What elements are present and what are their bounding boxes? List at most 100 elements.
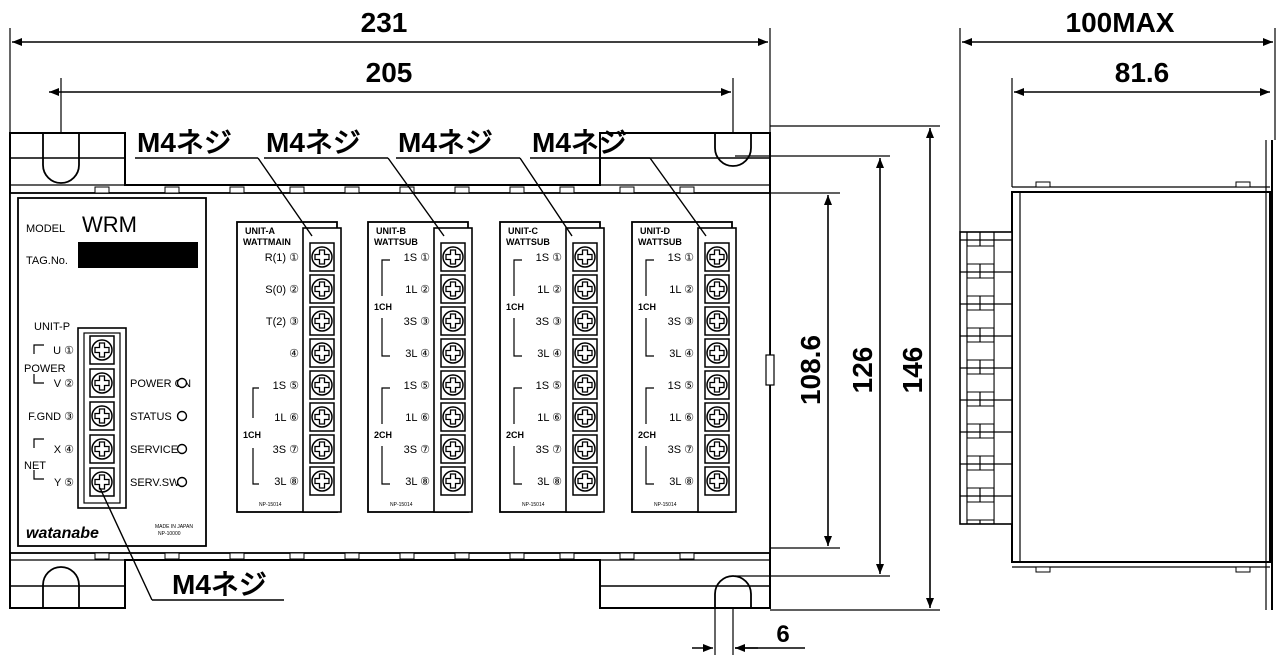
terminal-label: 1S ① — [668, 252, 695, 264]
top-tab — [559, 186, 575, 194]
bottom-tab — [559, 552, 575, 560]
terminal-screw — [309, 402, 335, 432]
terminal-screw — [440, 338, 466, 368]
terminal-screw — [572, 402, 598, 432]
channel-label-1: 1CH — [506, 302, 524, 312]
bottom-tab — [509, 552, 525, 560]
terminal-label: 1S ⑤ — [536, 380, 563, 392]
power-terminal-screw — [89, 401, 115, 431]
channel-label-2: 2CH — [638, 430, 656, 440]
net-label: NET — [24, 460, 46, 472]
led-indicator — [176, 476, 188, 488]
brand-logo: watanabe — [26, 525, 99, 542]
terminal-screw — [309, 466, 335, 496]
terminal-screw — [440, 306, 466, 336]
top-tab — [454, 186, 470, 194]
terminal-screw — [704, 402, 730, 432]
terminal-fin-block — [966, 501, 995, 521]
bottom-tab — [229, 552, 245, 560]
bottom-tab — [164, 552, 180, 560]
terminal-label: 1S ① — [404, 252, 431, 264]
terminal-label: 3L ④ — [405, 348, 430, 360]
led-indicator — [176, 443, 188, 455]
terminal-screw — [572, 434, 598, 464]
terminal-screw — [309, 338, 335, 368]
top-tab — [679, 186, 695, 194]
unit-type: WATTSUB — [374, 237, 418, 247]
terminal-screw — [572, 370, 598, 400]
terminal-label: 3L ⑧ — [537, 476, 562, 488]
power-terminal-label: Y ⑤ — [54, 477, 74, 489]
channel-label-1: 1CH — [638, 302, 656, 312]
side-view — [959, 140, 1273, 610]
terminal-fin-block — [966, 341, 995, 361]
terminal-label: 3S ⑦ — [404, 444, 431, 456]
top-tab — [509, 186, 525, 194]
terminal-label: 1L ② — [669, 284, 694, 296]
terminal-label: 1L ② — [537, 284, 562, 296]
terminal-screw — [704, 466, 730, 496]
terminal-fin-block — [966, 245, 995, 265]
channel-label-2: 2CH — [374, 430, 392, 440]
tag-label: TAG.No. — [26, 255, 68, 267]
led-indicator — [176, 410, 188, 422]
enclosure-tabs — [94, 186, 695, 560]
terminal-screw — [309, 274, 335, 304]
dim-overall-width: 231 — [361, 7, 408, 38]
unit-code: NP-15014 — [390, 502, 413, 508]
terminal-screw — [309, 242, 335, 272]
terminal-fin-block — [966, 277, 995, 297]
bottom-tab — [289, 552, 305, 560]
unit-code: NP-15014 — [654, 502, 677, 508]
top-tab — [619, 186, 635, 194]
dim-hole-pitch: 205 — [366, 57, 413, 88]
terminal-label: 3S ⑦ — [273, 444, 300, 456]
terminal-screw — [309, 370, 335, 400]
power-label: POWER — [24, 363, 66, 375]
unit-p-label: UNIT-P — [34, 321, 70, 333]
top-tab — [399, 186, 415, 194]
terminal-screw — [572, 274, 598, 304]
terminal-label: 3S ⑦ — [668, 444, 695, 456]
terminal-label: 1L ⑥ — [405, 412, 430, 424]
unit-name: UNIT-D — [640, 226, 670, 236]
top-tab — [229, 186, 245, 194]
terminal-fin-block — [966, 469, 995, 489]
terminal-screw — [572, 306, 598, 336]
model-value: WRM — [82, 212, 137, 237]
terminal-screw — [704, 370, 730, 400]
terminal-screw — [704, 434, 730, 464]
power-terminal-screw — [89, 434, 115, 464]
callout-m4-screw-1: M4ネジ — [137, 127, 232, 158]
unit-name: UNIT-A — [245, 226, 275, 236]
led-label: STATUS — [130, 411, 172, 423]
terminal-fin-block — [966, 405, 995, 425]
unit-code: NP-15014 — [259, 502, 282, 508]
led-label: POWER ON — [130, 378, 191, 390]
dim-depth-max: 100MAX — [1066, 7, 1175, 38]
terminal-screw — [440, 274, 466, 304]
terminal-label: 1L ⑥ — [274, 412, 299, 424]
terminal-screw — [704, 338, 730, 368]
channel-label: 1CH — [243, 430, 261, 440]
unit-name: UNIT-C — [508, 226, 538, 236]
unit-name: UNIT-B — [376, 226, 406, 236]
power-terminal-label: V ② — [54, 378, 74, 390]
terminal-label: 3L ⑧ — [274, 476, 299, 488]
unit-type: WATTSUB — [638, 237, 682, 247]
callout-m4-screw-2: M4ネジ — [266, 127, 361, 158]
dim-panel-height: 108.6 — [795, 335, 826, 405]
terminal-screw — [440, 370, 466, 400]
terminal-label: T(2) ③ — [266, 316, 299, 328]
unit-type: WATTSUB — [506, 237, 550, 247]
screw-callouts — [99, 157, 707, 601]
terminal-screw — [572, 466, 598, 496]
callout-m4-screw-4: M4ネジ — [532, 127, 627, 158]
terminal-screw — [704, 306, 730, 336]
power-terminal-label: X ④ — [54, 444, 74, 456]
bottom-tab — [399, 552, 415, 560]
